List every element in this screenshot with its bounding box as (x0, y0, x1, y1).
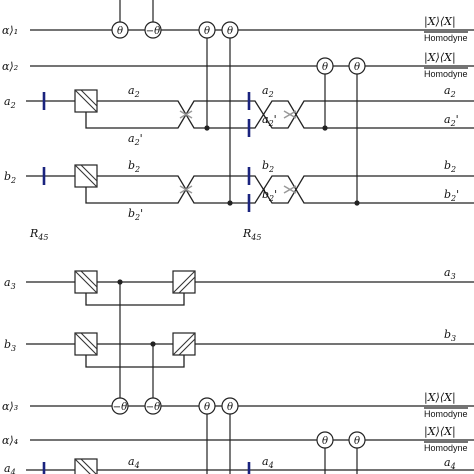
output-alpha4: |X⟩⟨X| (424, 425, 456, 439)
beam-splitters (74, 89, 196, 474)
dot (204, 125, 210, 131)
label-r45-mid: R45 (242, 227, 261, 242)
gate-theta-alpha3-c: θ (198, 397, 216, 415)
wire-a2 (26, 100, 474, 129)
wire-label-a2-mid: a2 (262, 84, 274, 99)
wire-a3-branch (85, 282, 185, 306)
label-alpha1: α⟩₁ (2, 24, 18, 37)
label-alpha4: α⟩₄ (2, 434, 18, 447)
svg-text:−θ: −θ (113, 402, 127, 413)
bs-a3-right (172, 270, 196, 294)
dot (227, 200, 233, 206)
gate-theta-alpha1-a: θ (111, 21, 129, 39)
homodyne-alpha1: Homodyne (424, 33, 468, 43)
label-a4-in: a4 (4, 462, 16, 474)
output-alpha3: |X⟩⟨X| (424, 391, 456, 405)
gate-theta-alpha2-b: θ (348, 57, 366, 75)
bs-a4 (74, 458, 98, 474)
gate-theta-alpha2-a: θ (316, 57, 334, 75)
svg-text:−θ: −θ (146, 402, 160, 413)
wire-label-b2-prime-mid: b2' (262, 188, 277, 203)
wire-label-a4: a4 (128, 455, 140, 470)
gate-theta-alpha1-c: θ (198, 21, 216, 39)
dot (354, 200, 360, 206)
wire-b2-prime (85, 175, 474, 204)
homodyne-alpha4: Homodyne (424, 443, 468, 453)
gate-theta-alpha3-d: θ (221, 397, 239, 415)
wire-label-a2: a2 (128, 84, 140, 99)
wire-label-a4-mid: a4 (262, 455, 274, 470)
svg-text:θ: θ (322, 62, 328, 73)
gate-neg-theta-alpha3-b: −θ (144, 397, 162, 415)
bs-a3-left (74, 270, 98, 294)
output-labels: |X⟩⟨X| Homodyne |X⟩⟨X| Homodyne a2 a2' b… (424, 15, 468, 471)
output-b2-prime: b2' (444, 188, 459, 203)
gate-neg-theta-alpha1-b: −θ (144, 21, 162, 39)
output-alpha1: |X⟩⟨X| (424, 15, 456, 29)
wire-label-a2-prime-mid: a2' (262, 113, 277, 128)
label-b3-in: b3 (4, 338, 16, 353)
control-dots (117, 125, 360, 347)
output-a3: a3 (444, 266, 456, 281)
svg-text:−θ: −θ (146, 26, 160, 37)
label-a2-in: a2 (4, 95, 16, 110)
output-a4: a4 (444, 456, 456, 471)
bs-b2 (74, 164, 98, 188)
homodyne-alpha3: Homodyne (424, 409, 468, 419)
wire-label-b2: b2 (128, 159, 140, 174)
label-b2-in: b2 (4, 170, 16, 185)
wire-labels: a2 a2' b2 b2' a2 a2' b2 b2' a4 a4 (128, 84, 277, 470)
output-a2: a2 (444, 84, 456, 99)
wire-label-b2-mid: b2 (262, 159, 274, 174)
output-b3: b3 (444, 328, 456, 343)
label-a3-in: a3 (4, 276, 16, 291)
gate-theta-alpha1-d: θ (221, 21, 239, 39)
label-r45-left: R45 (29, 227, 48, 242)
wire-label-a2-prime: a2' (128, 132, 143, 147)
bs-a2 (74, 89, 98, 113)
wave-plates (42, 92, 251, 474)
wire-a2-prime (85, 100, 474, 129)
svg-text:θ: θ (204, 26, 210, 37)
bs-b3-right (172, 332, 196, 356)
wire-label-b2-prime: b2' (128, 207, 143, 222)
svg-text:θ: θ (227, 402, 233, 413)
gate-theta-alpha3-a: −θ (111, 397, 129, 415)
output-a2-prime: a2' (444, 113, 459, 128)
svg-text:θ: θ (322, 436, 328, 447)
readout-rules (424, 31, 468, 443)
phase-gates: θ −θ θ θ θ θ −θ −θ θ θ θ θ (111, 21, 366, 449)
wire-b2 (26, 175, 474, 204)
input-labels: α⟩₁ α⟩₂ a2 b2 R45 R45 a3 b3 α⟩₃ α⟩₄ a4 (2, 24, 261, 474)
svg-text:θ: θ (117, 26, 123, 37)
gate-theta-alpha4-b: θ (348, 431, 366, 449)
bs-b3-left (74, 332, 98, 356)
dot (322, 125, 328, 131)
output-b2: b2 (444, 159, 456, 174)
label-alpha2: α⟩₂ (2, 60, 18, 73)
connectors (119, 0, 358, 474)
svg-text:θ: θ (354, 62, 360, 73)
label-alpha3: α⟩₃ (2, 400, 18, 413)
wire-b3-branch (85, 344, 185, 368)
dot (150, 341, 156, 347)
dot (117, 279, 123, 285)
crossing-markers (179, 110, 297, 194)
svg-text:θ: θ (354, 436, 360, 447)
svg-text:θ: θ (227, 26, 233, 37)
svg-text:θ: θ (204, 402, 210, 413)
gate-theta-alpha4-a: θ (316, 431, 334, 449)
homodyne-alpha2: Homodyne (424, 69, 468, 79)
output-alpha2: |X⟩⟨X| (424, 51, 456, 65)
